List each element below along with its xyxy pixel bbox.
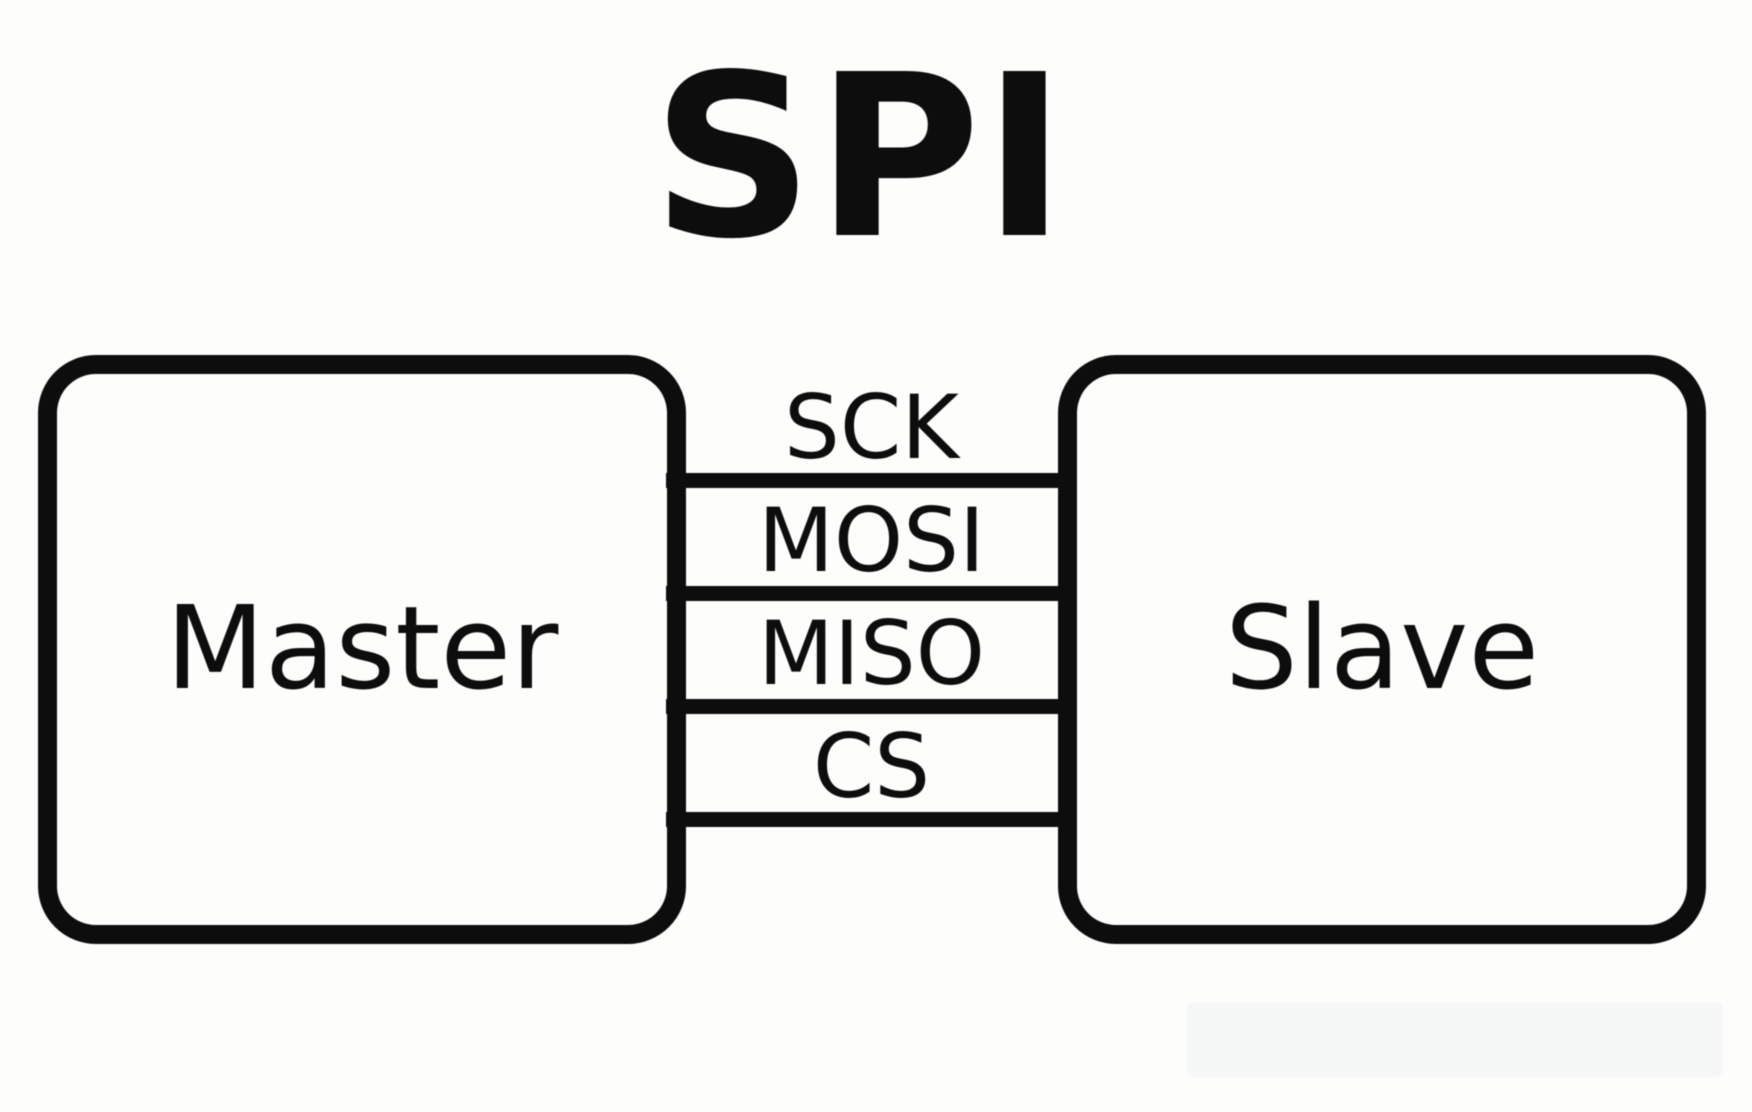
signal-label-sck: SCK [783,376,959,479]
master-node-label: Master [165,582,559,716]
slave-node-box: Slave [1058,355,1706,944]
signal-wire-mosi [666,586,1070,601]
signal-wire-miso [666,699,1070,714]
signal-label-mosi: MOSI [757,489,985,592]
signal-wire-cs [666,812,1070,827]
master-node-box: Master [38,355,686,944]
signal-label-cs: CS [812,715,931,818]
watermark-area [1186,1002,1723,1077]
slave-node-label: Slave [1224,582,1540,716]
signal-wire-sck [666,473,1070,488]
diagram-title: SPI [651,27,1069,289]
signal-label-miso: MISO [757,602,985,705]
